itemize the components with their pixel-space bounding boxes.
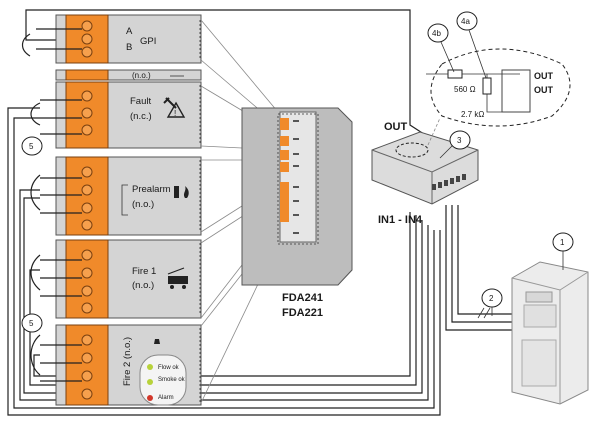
callout-3: 3 (457, 136, 462, 145)
callout-2: 2 (489, 294, 494, 303)
input-module: OUT IN1 - IN4 (371, 121, 479, 226)
led-panel: Flow ok Smoke ok Alarm (139, 354, 187, 406)
module-fire-1: Fire 1 (n.o.) (40, 239, 202, 319)
callout-5b: 5 (29, 319, 34, 328)
fire-panel: 1 (511, 232, 589, 405)
led-flow-ok: Flow ok (158, 365, 180, 371)
module3-in-label: IN1 - IN4 (378, 214, 423, 226)
partial-module-label: (n.o.) (132, 71, 151, 80)
gpi-name: GPI (140, 36, 156, 47)
module-stack: A B GPI (n.o.) Fault (n.c.) ! (36, 14, 202, 406)
led-smoke-ok: Smoke ok (158, 377, 186, 383)
callout-1: 1 (560, 238, 565, 247)
siren-icon (154, 339, 160, 344)
detail-out-2: OUT (534, 85, 554, 95)
outer-wiring (7, 9, 512, 416)
device-model-1: FDA241 (282, 292, 323, 304)
module3-out-label: OUT (384, 121, 408, 133)
fault-sublabel: (n.c.) (130, 111, 152, 122)
device-model-2: FDA221 (282, 307, 323, 319)
resistor-detail: 560 Ω 2.7 kΩ OUT OUT 4b 4a (426, 11, 571, 146)
fda-device: FDA241 FDA221 (241, 107, 353, 319)
fire1-sublabel: (n.o.) (132, 280, 154, 291)
module-prealarm: Prealarm (n.o.) (40, 156, 202, 236)
resistor-560-label: 560 Ω (454, 85, 476, 94)
prealarm-label: Prealarm (132, 184, 171, 195)
led-alarm: Alarm (158, 395, 174, 401)
wrench-warning-icon: ! (163, 97, 186, 118)
extinguisher-flame-icon (174, 186, 189, 198)
callouts: 2 3 5 5 (21, 130, 503, 333)
fire1-label: Fire 1 (132, 266, 156, 277)
fire-truck-icon (167, 267, 188, 289)
detail-out-1: OUT (534, 71, 554, 81)
prealarm-sublabel: (n.o.) (132, 199, 154, 210)
fault-label: Fault (130, 96, 151, 107)
svg-text:!: ! (174, 109, 176, 118)
module-gpi: A B GPI (36, 14, 202, 64)
callout-4a: 4a (461, 17, 470, 26)
callout-5a: 5 (29, 142, 34, 151)
module-fire-2: Fire 2 (n.o.) Flow ok Smoke ok Alarm (40, 324, 202, 406)
gpi-line-b: B (126, 42, 132, 53)
module-fault: Fault (n.c.) ! (40, 81, 202, 149)
module-partial: (n.o.) (55, 69, 202, 81)
callout-4b: 4b (432, 29, 441, 38)
gpi-line-a: A (126, 26, 133, 37)
resistor-2k7-label: 2.7 kΩ (461, 110, 484, 119)
fire2-label: Fire 2 (n.o.) (122, 337, 133, 386)
